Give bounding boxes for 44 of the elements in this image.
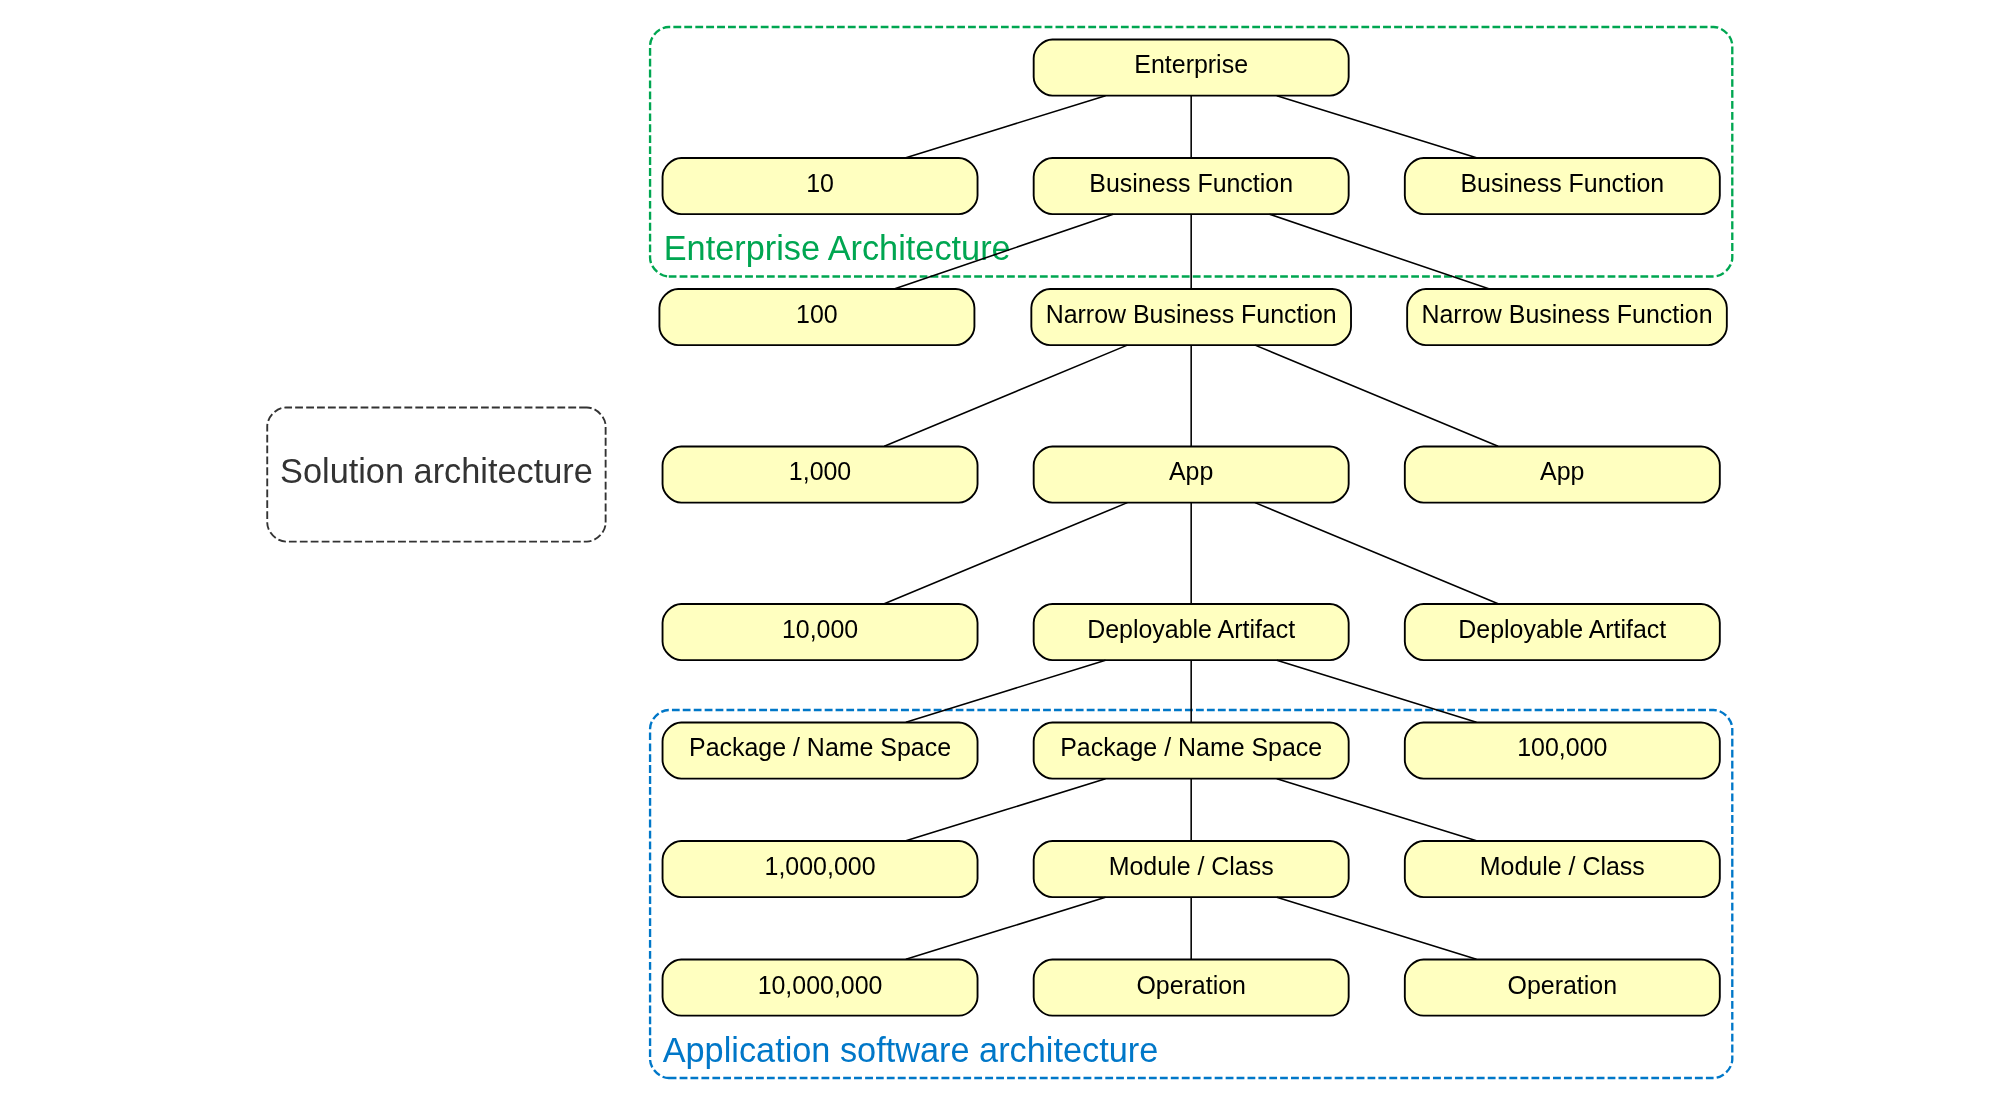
node-box: Package / Name Space: [661, 721, 979, 780]
connector: [1268, 213, 1490, 290]
node-box: 100: [658, 288, 976, 347]
node-box: App: [1032, 445, 1350, 504]
connector: [1254, 344, 1499, 448]
node-box: App: [1403, 445, 1721, 504]
connector: [1190, 778, 1192, 842]
connector: [1276, 94, 1478, 159]
connector: [1254, 501, 1499, 605]
node-box: 10,000: [661, 603, 979, 662]
connector: [905, 94, 1107, 159]
node-box: Operation: [1032, 958, 1350, 1017]
node-box: Narrow Business Function: [1406, 288, 1728, 347]
node-box: 10,000,000: [661, 958, 979, 1017]
node-box: Operation: [1403, 958, 1721, 1017]
connector: [1190, 95, 1192, 159]
node-box: Deployable Artifact: [1403, 603, 1721, 662]
connector: [1190, 896, 1192, 961]
node-box: 100,000: [1403, 721, 1721, 780]
node-box: 1,000,000: [661, 840, 979, 899]
connector: [1190, 502, 1192, 605]
connector: [1276, 777, 1478, 842]
connector: [905, 896, 1107, 961]
connector: [1190, 213, 1192, 290]
connector: [905, 659, 1107, 724]
connector: [883, 344, 1129, 448]
node-box: Module / Class: [1032, 840, 1350, 899]
node-box: 1,000: [661, 445, 979, 504]
connector: [1190, 659, 1192, 724]
connector: [905, 777, 1107, 842]
connector: [883, 501, 1129, 605]
node-box: Narrow Business Function: [1030, 288, 1352, 347]
node-box: Enterprise: [1032, 38, 1350, 97]
node-box: Business Function: [1032, 157, 1350, 216]
connector: [1276, 659, 1478, 724]
connector: [1190, 344, 1192, 448]
node-box: Solution architecture: [266, 406, 607, 543]
node-box: Business Function: [1403, 157, 1721, 216]
connector: [1276, 896, 1478, 961]
node-box: Module / Class: [1403, 840, 1721, 899]
node-box: Package / Name Space: [1032, 721, 1350, 780]
node-box: 10: [661, 157, 979, 216]
node-box: Deployable Artifact: [1032, 603, 1350, 662]
connector: [894, 213, 1114, 290]
